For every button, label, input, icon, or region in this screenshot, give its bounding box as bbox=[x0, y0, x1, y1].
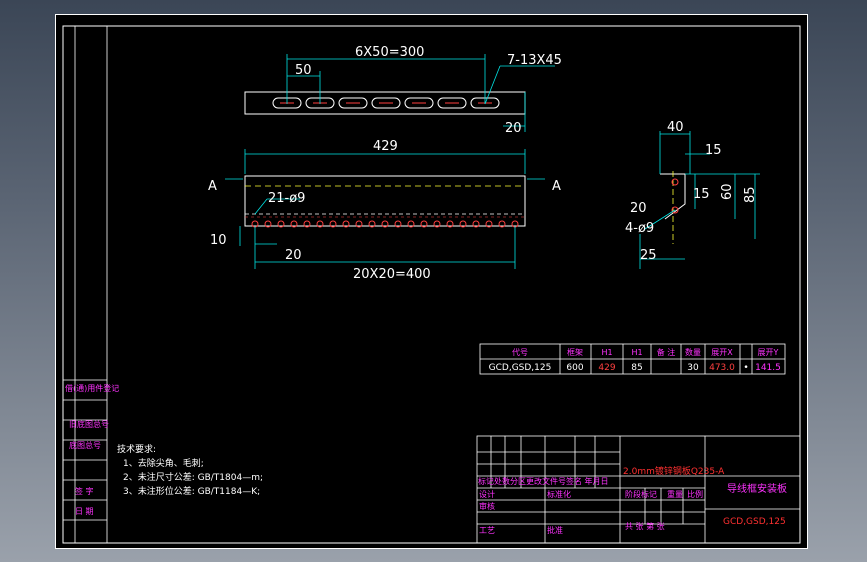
spec-header-cell: 代号 bbox=[512, 347, 528, 357]
slot-row bbox=[272, 97, 500, 109]
left-label-3: 签 字 bbox=[75, 486, 94, 496]
spec-value-cell: 141.5 bbox=[755, 363, 781, 373]
hole bbox=[316, 220, 324, 228]
spec-value-cell: • bbox=[743, 363, 748, 373]
drawing-number: GCD,GSD,125 bbox=[723, 517, 786, 527]
tech-req-item-3: 3、未注形位公差: GB/T1184—K; bbox=[123, 485, 260, 497]
hole bbox=[394, 220, 402, 228]
spec-header-cell: H1 bbox=[631, 348, 642, 357]
front-hole-pitch-dim: 20X20=400 bbox=[353, 267, 431, 282]
slot bbox=[338, 97, 368, 109]
hole bbox=[485, 220, 493, 228]
hole bbox=[459, 220, 467, 228]
slot bbox=[437, 97, 467, 109]
front-edge-dim: 10 bbox=[210, 233, 227, 248]
hole bbox=[498, 220, 506, 228]
stage-mark-label: 阶段标记 bbox=[625, 489, 657, 499]
section-mark-left: A bbox=[208, 179, 217, 194]
left-label-1: 旧底图总号 bbox=[69, 419, 109, 429]
spec-header-cell: 展开Y bbox=[758, 348, 779, 357]
hole bbox=[368, 220, 376, 228]
left-margin-column bbox=[63, 26, 108, 543]
left-label-4: 日 期 bbox=[75, 507, 94, 516]
weight-label: 重量 bbox=[667, 489, 683, 499]
role-review: 审核 bbox=[479, 501, 495, 511]
side-holes-callout: 4-ø9 bbox=[625, 221, 654, 236]
spec-table bbox=[479, 343, 786, 375]
hole bbox=[472, 220, 480, 228]
part-name: 导线框安装板 bbox=[727, 482, 787, 495]
hole bbox=[264, 220, 272, 228]
role-design: 设计 bbox=[479, 489, 495, 499]
left-label-2: 底图总号 bbox=[69, 440, 101, 450]
section-mark-right: A bbox=[552, 179, 561, 194]
spec-value-cell: 473.0 bbox=[709, 363, 735, 373]
hole bbox=[407, 220, 415, 228]
tech-req-title: 技术要求: bbox=[117, 443, 156, 455]
hole bbox=[433, 220, 441, 228]
sheets-label: 共 张 第 张 bbox=[625, 521, 665, 531]
spec-value-cell: 429 bbox=[598, 363, 615, 373]
hole bbox=[381, 220, 389, 228]
side-view: 40 15 15 60 85 20 4-ø9 25 bbox=[625, 120, 760, 269]
hole bbox=[446, 220, 454, 228]
hole bbox=[355, 220, 363, 228]
side-width-dim: 40 bbox=[667, 120, 684, 135]
hole bbox=[342, 220, 350, 228]
side-bottom-dim: 25 bbox=[640, 248, 657, 263]
role-approve: 批准 bbox=[547, 525, 563, 535]
front-view: 429 A A 21-ø9 10 20 20X20=400 bbox=[208, 139, 561, 282]
top-overall-dim: 6X50=300 bbox=[355, 45, 424, 60]
spec-header-cell: 数量 bbox=[685, 347, 701, 357]
revision-header: 标记处数分区更改文件号签名 年月日 bbox=[478, 476, 609, 486]
drawing-sheet: 借(通)用件登记 旧底图总号 底图总号 签 字 日 期 6X50=300 50 … bbox=[55, 14, 808, 549]
spec-value-cell: 600 bbox=[566, 363, 583, 373]
spec-value-cell: GCD,GSD,125 bbox=[489, 363, 552, 373]
spec-header-cell: 备 注 bbox=[657, 347, 676, 357]
spec-value-cell: 30 bbox=[687, 363, 699, 373]
slot bbox=[404, 97, 434, 109]
role-standard: 标准化 bbox=[547, 489, 571, 499]
top-slots-callout: 7-13X45 bbox=[507, 53, 562, 68]
spec-header-cell: H1 bbox=[601, 348, 612, 357]
front-holes-callout: 21-ø9 bbox=[268, 191, 305, 206]
top-edge-dim: 20 bbox=[505, 121, 522, 136]
spec-header-cell: 框架 bbox=[567, 347, 583, 357]
hole bbox=[277, 220, 285, 228]
top-pitch-dim: 50 bbox=[295, 63, 312, 78]
slot bbox=[371, 97, 401, 109]
cad-drawing: 借(通)用件登记 旧底图总号 底图总号 签 字 日 期 6X50=300 50 … bbox=[55, 14, 808, 549]
spec-header-cell: 展开X bbox=[711, 348, 733, 357]
side-bottom-hole-dim: 20 bbox=[630, 201, 647, 216]
tech-req-item-1: 1、去除尖角、毛刺; bbox=[123, 457, 204, 469]
side-slot-offset-dim: 15 bbox=[693, 187, 710, 202]
inner-border bbox=[62, 25, 801, 544]
spec-value-cell: 85 bbox=[631, 363, 642, 373]
hole bbox=[290, 220, 298, 228]
material-text: 2.0mm镀锌钢板Q235-A bbox=[623, 465, 725, 477]
outer-border bbox=[55, 14, 808, 549]
title-block bbox=[476, 435, 801, 544]
side-height-total-dim: 85 bbox=[743, 186, 758, 203]
scale-label: 比例 bbox=[687, 489, 703, 499]
side-height-inner-dim: 60 bbox=[720, 183, 735, 200]
hole bbox=[303, 220, 311, 228]
role-process: 工艺 bbox=[479, 526, 495, 535]
side-offset-dim: 15 bbox=[705, 143, 722, 158]
top-view: 6X50=300 50 7-13X45 20 bbox=[244, 45, 562, 136]
front-length-dim: 429 bbox=[373, 139, 398, 154]
hole bbox=[329, 220, 337, 228]
hole bbox=[420, 220, 428, 228]
tech-req-item-2: 2、未注尺寸公差: GB/T1804—m; bbox=[123, 471, 263, 483]
front-first-hole-dim: 20 bbox=[285, 248, 302, 263]
left-label-0: 借(通)用件登记 bbox=[65, 383, 119, 393]
